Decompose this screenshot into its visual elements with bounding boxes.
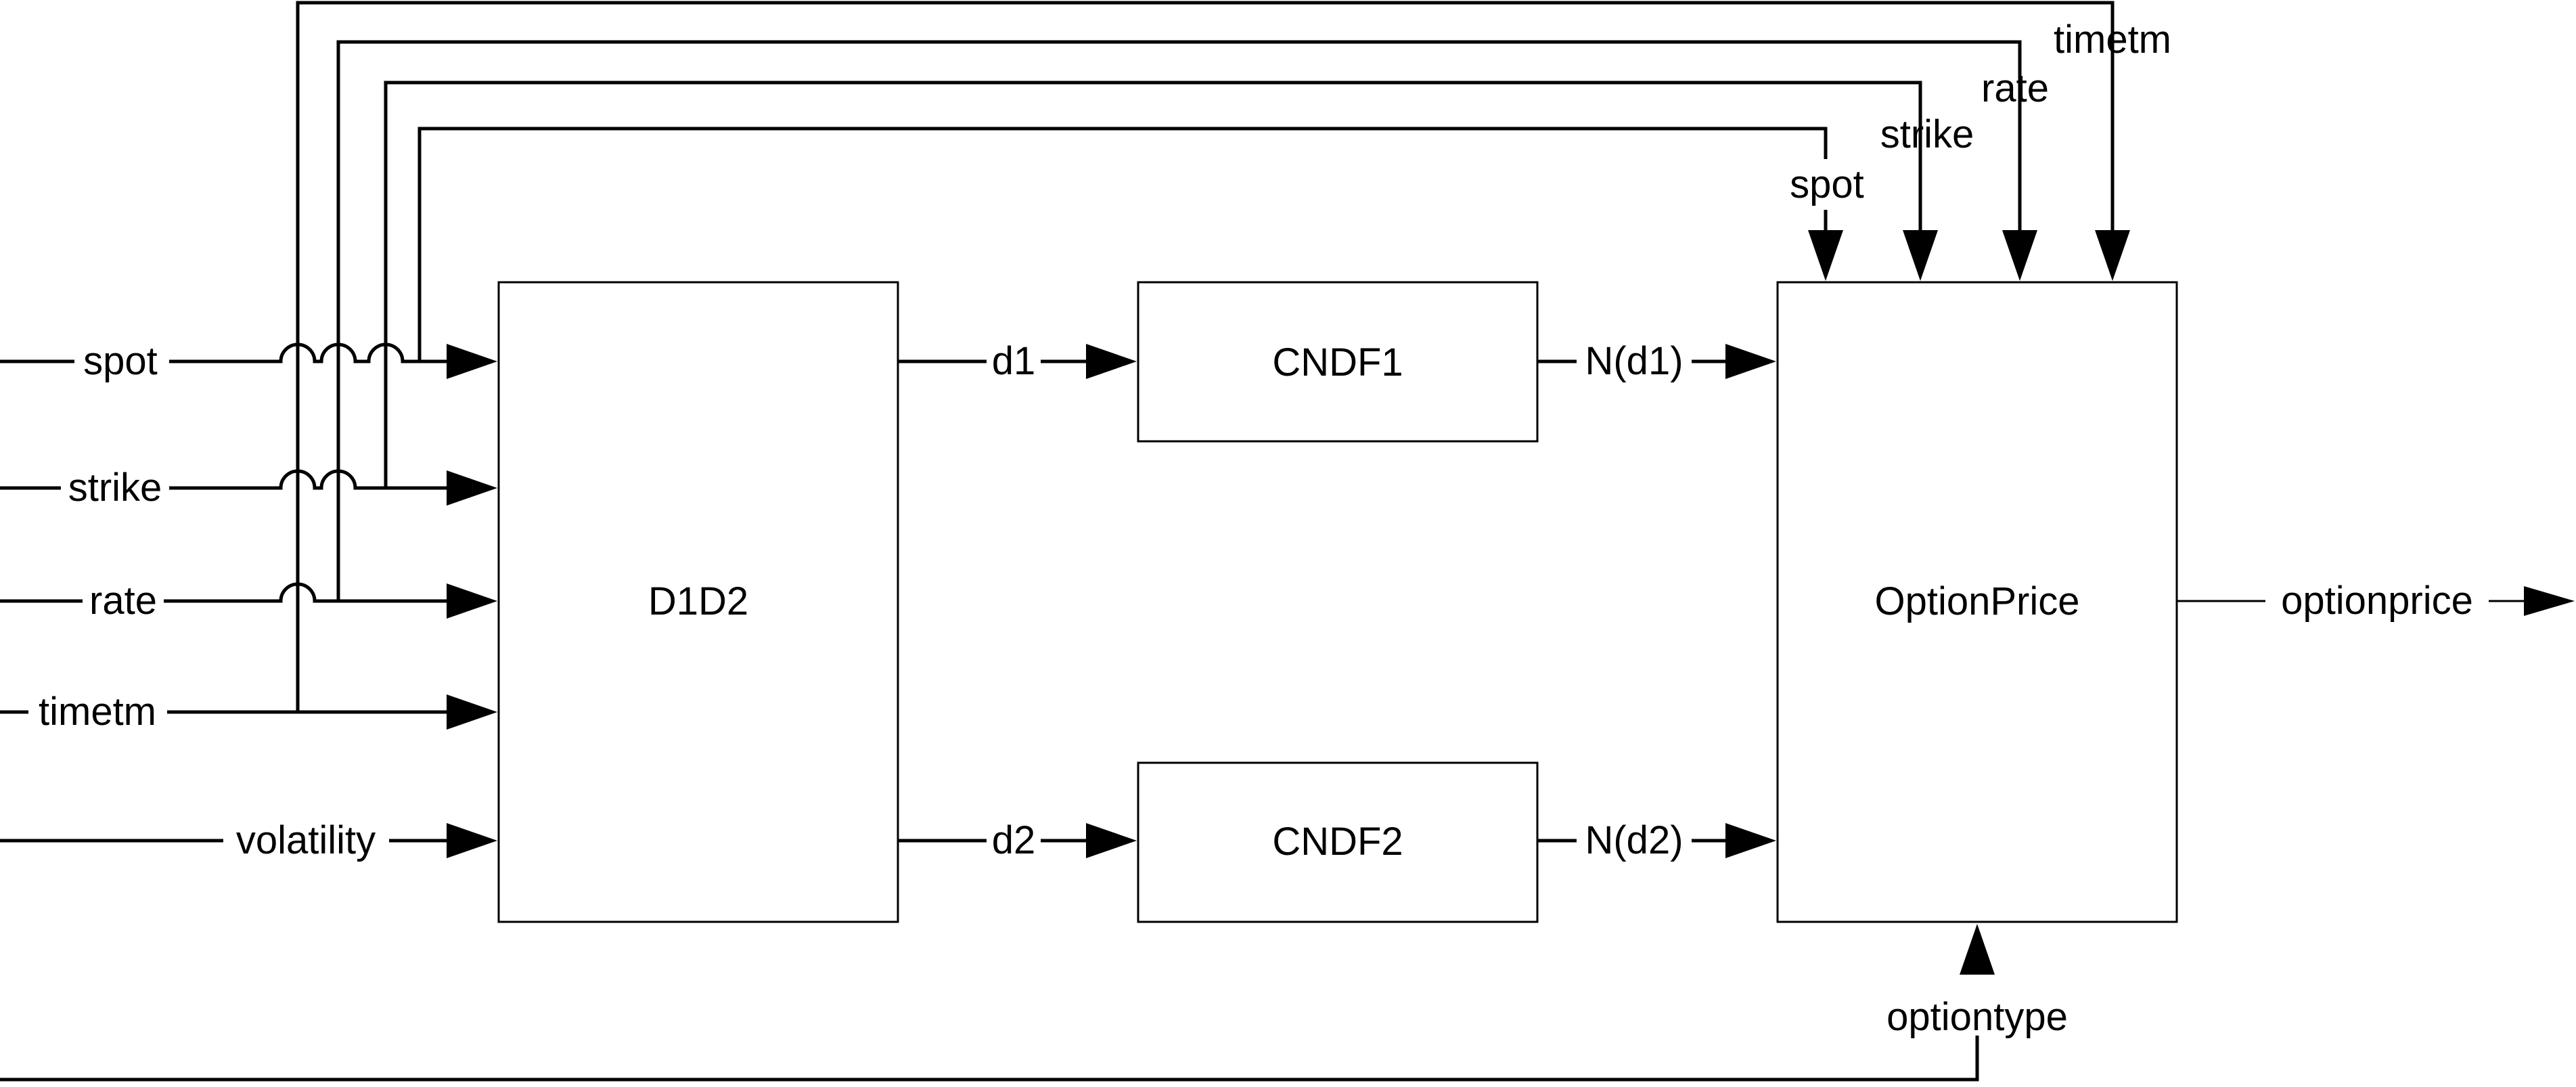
block-d1d2-label: D1D2 [648,579,748,623]
arrow-volatility [447,823,497,858]
label-input-rate: rate [89,579,157,623]
label-input-spot: spot [83,339,158,383]
label-top-rate: rate [1981,66,2049,110]
wire-spot-feed [417,127,1828,361]
arrow-strike [447,470,497,506]
label-d1: d1 [992,339,1036,383]
arrow-spot [447,344,497,379]
block-cndf2-label: CNDF2 [1272,820,1403,864]
block-optionprice [1776,281,2178,923]
arrow-optionprice-out [2524,586,2575,616]
wire-strike-feed [384,81,1922,488]
label-optionprice-out: optionprice [2281,579,2473,623]
arrow-timetm [447,694,497,730]
label-top-spot: spot [1790,162,1864,206]
block-optionprice-label: OptionPrice [1874,579,2079,623]
arrow-top-strike [1903,230,1938,281]
block-cndf1 [1137,281,1539,443]
wire-timetm-feed [296,1,2115,712]
arrow-optiontype [1960,924,1995,975]
arrow-rate [447,583,497,619]
arrow-top-timetm [2095,230,2130,281]
label-nd2: N(d2) [1585,818,1683,862]
wire-strike [0,469,453,490]
arrow-d1 [1086,344,1137,379]
label-input-volatility: volatility [236,818,376,862]
label-nd1: N(d1) [1585,339,1683,383]
arrow-nd2 [1725,823,1776,858]
arrow-top-spot [1808,230,1843,281]
block-cndf1-label: CNDF1 [1272,340,1403,384]
label-top-strike: strike [1880,112,1974,156]
label-optiontype: optiontype [1886,995,2068,1039]
block-d1d2 [497,281,899,923]
arrow-top-rate [2002,230,2037,281]
label-d2: d2 [992,818,1036,862]
block-cndf2 [1137,761,1539,923]
label-input-timetm: timetm [39,690,156,734]
label-input-strike: strike [68,466,162,510]
wire-rate-feed [336,40,2022,601]
label-top-timetm: timetm [2054,18,2171,62]
wire-optiontype [0,988,1979,1082]
arrow-nd1 [1725,344,1776,379]
wire-rate [0,582,453,603]
arrow-d2 [1086,823,1137,858]
